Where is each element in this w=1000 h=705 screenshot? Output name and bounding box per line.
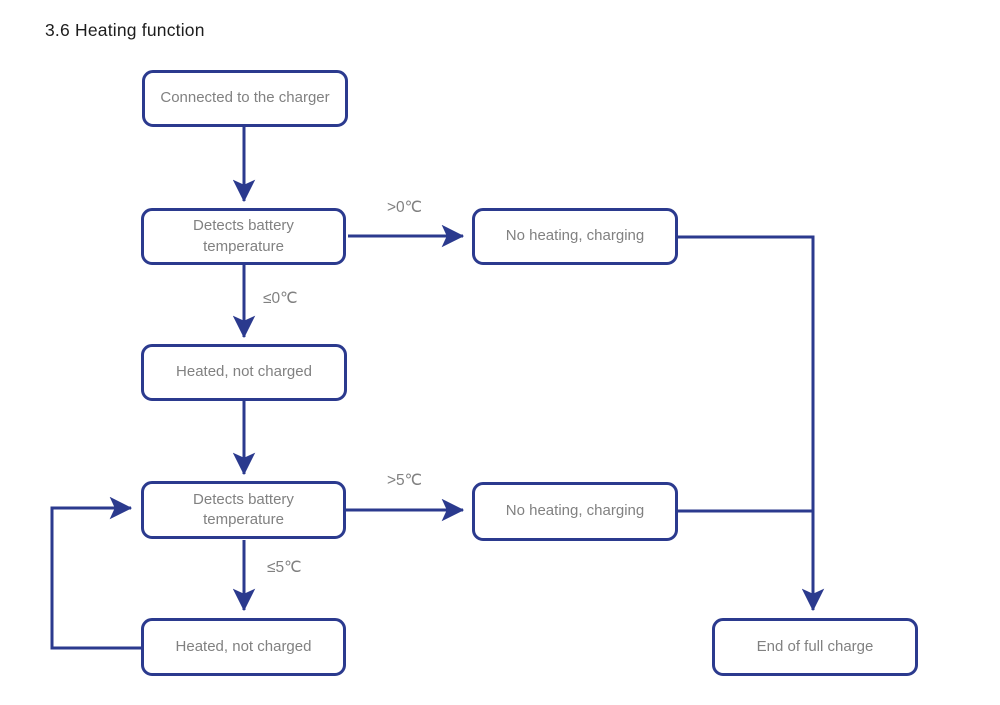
page-title: 3.6 Heating function bbox=[45, 20, 205, 40]
node-heated-not-charged-2: Heated, not charged bbox=[141, 618, 346, 676]
node-detect-temperature-1: Detects battery temperature bbox=[141, 208, 346, 265]
edge-noheat1-to-end bbox=[678, 235, 825, 612]
node-end-of-full-charge: End of full charge bbox=[712, 618, 918, 676]
node-label: Heated, not charged bbox=[176, 363, 312, 381]
node-detect-temperature-2: Detects battery temperature bbox=[141, 481, 346, 539]
node-label: End of full charge bbox=[756, 637, 874, 655]
edge-label-le0: ≤0℃ bbox=[263, 290, 298, 307]
node-label: Detects battery temperature bbox=[193, 490, 294, 528]
node-label: Connected to the charger bbox=[160, 89, 330, 107]
edge-label-gt5: >5℃ bbox=[387, 472, 423, 489]
edge-label-le5: ≤5℃ bbox=[267, 559, 302, 576]
node-no-heating-charging-1: No heating, charging bbox=[472, 208, 678, 265]
node-no-heating-charging-2: No heating, charging bbox=[472, 482, 678, 541]
node-label: No heating, charging bbox=[505, 502, 645, 520]
node-label: Detects battery temperature bbox=[193, 217, 294, 255]
node-label: Heated, not charged bbox=[175, 637, 312, 655]
edge-heated2-loop-to-detect2 bbox=[50, 496, 141, 650]
node-connected-to-charger: Connected to the charger bbox=[142, 70, 348, 127]
node-heated-not-charged-1: Heated, not charged bbox=[141, 344, 347, 401]
edge-label-gt0: >0℃ bbox=[387, 199, 423, 216]
node-label: No heating, charging bbox=[505, 227, 645, 245]
